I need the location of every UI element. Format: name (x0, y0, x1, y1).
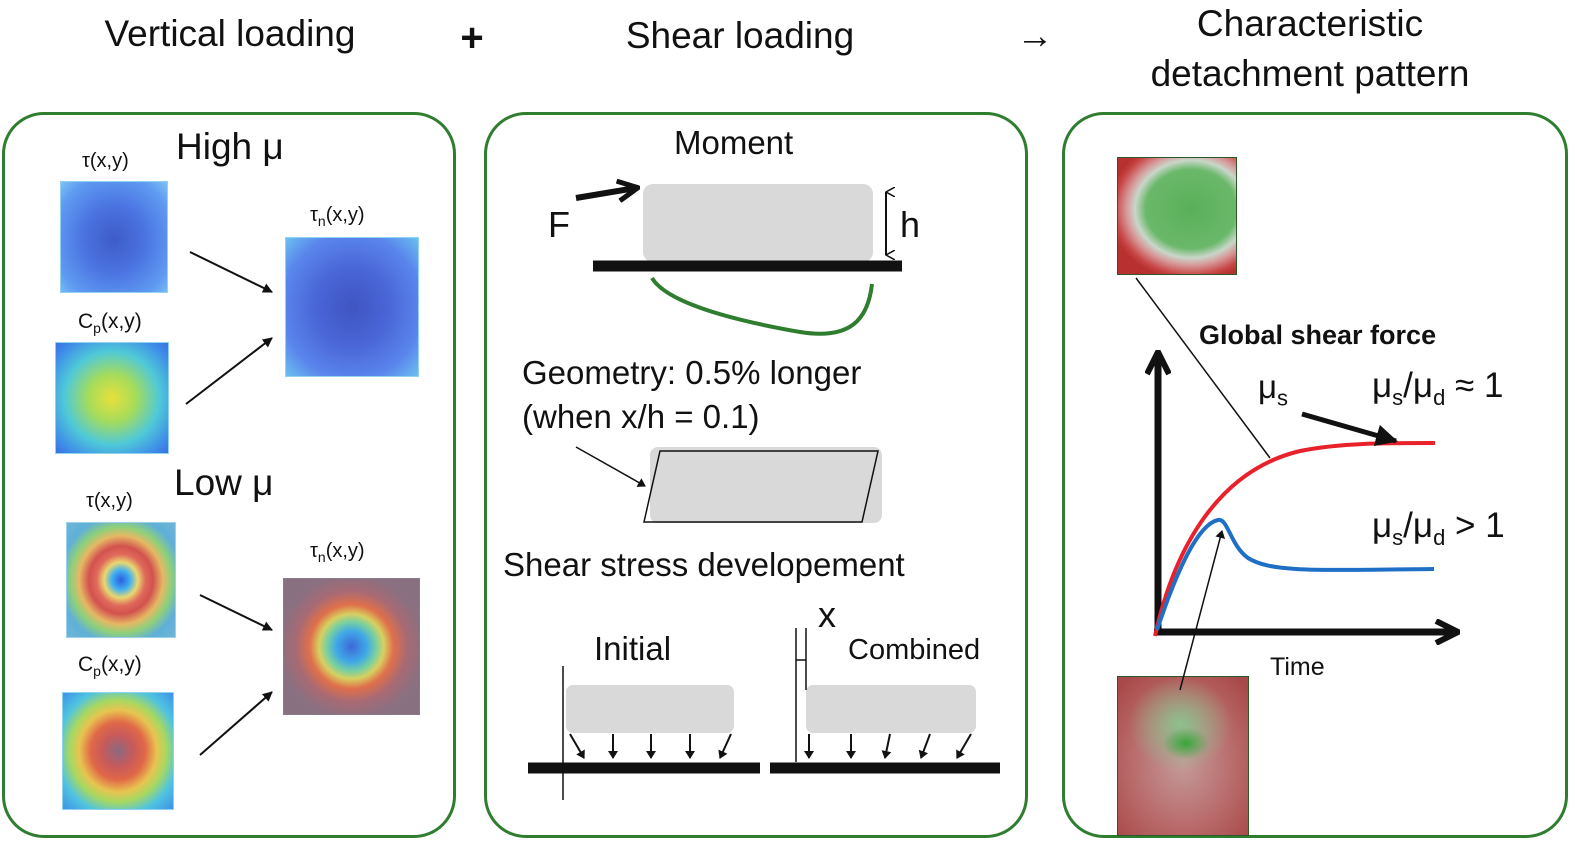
curve-blue-peak (1155, 518, 1435, 631)
header-shear-loading: Shear loading (625, 15, 855, 56)
heatmap-cp-low-mu (62, 692, 174, 810)
label-high-mu: High μ (176, 126, 284, 167)
label-cp-high: Cp(x,y) (78, 310, 142, 336)
cp-subscript: p (93, 320, 101, 337)
ratio-mu-s: μ (1372, 366, 1393, 405)
label-tau-high: τ(x,y) (82, 150, 129, 172)
arrow-tau-to-taun-low (199, 594, 273, 631)
cp-args: (x,y) (100, 653, 142, 676)
ratio-mu-d-sub: d (1433, 385, 1446, 410)
cp-symbol: C (78, 653, 94, 676)
label-force: F (548, 204, 570, 245)
heatmap-tau-n-high-mu (285, 237, 419, 377)
label-tau-n-high: τn(x,y) (310, 204, 365, 229)
tau-n-symbol: τ (310, 204, 318, 226)
label-geometry-line2: (when x/h = 0.1) (522, 398, 760, 435)
ratio-mu-s: μ (1372, 506, 1393, 545)
combined-stress-arrows (804, 733, 972, 759)
header-pattern-line1: Characteristic (1196, 3, 1424, 44)
geometry-block-shadow (650, 447, 882, 523)
label-low-mu: Low μ (174, 462, 274, 503)
panel-detachment-pattern (1062, 112, 1568, 838)
label-tau-n-low: τn(x,y) (310, 540, 365, 565)
mu-s-arrow (1301, 411, 1398, 447)
label-x: x (818, 594, 836, 635)
detachment-pattern-top (1117, 157, 1237, 275)
label-ratio-greater: μs/μd > 1 (1372, 506, 1505, 551)
label-initial: Initial (594, 630, 672, 667)
mu-s-subscript: s (1277, 385, 1289, 411)
label-combined: Combined (848, 634, 981, 666)
label-geometry-line1: Geometry: 0.5% longer (522, 354, 862, 391)
heatmap-tau-low-mu (66, 522, 176, 638)
arrow-cp-to-taun-high (185, 337, 273, 405)
label-height: h (900, 204, 921, 245)
ratio-mu-d-sub: d (1433, 525, 1446, 550)
heatmap-cp-high-mu (55, 342, 169, 454)
header-plus: + (460, 16, 484, 60)
label-moment: Moment (674, 124, 794, 161)
combined-block (806, 685, 976, 733)
label-shear-development: Shear stress developement (503, 546, 905, 583)
cp-args: (x,y) (100, 310, 142, 333)
tau-n-subscript: n (317, 549, 326, 565)
cp-subscript: p (93, 663, 101, 680)
header-pattern-line2: detachment pattern (1150, 53, 1470, 94)
ratio-greater-tail: > 1 (1445, 506, 1505, 545)
mu-s-symbol: μ (1258, 368, 1278, 405)
tau-n-args: (x,y) (325, 540, 365, 562)
ratio-mu-d: μ (1412, 506, 1434, 545)
label-tau-low: τ(x,y) (86, 490, 133, 512)
pointer-bottom-pattern (1179, 530, 1226, 691)
ratio-equal-tail: ≈ 1 (1445, 366, 1504, 405)
ratio-mu-s-sub: s (1392, 385, 1404, 410)
label-mu-s: μs (1258, 368, 1288, 412)
arrow-cp-to-taun-low (199, 691, 273, 756)
ratio-slash: / (1403, 506, 1413, 545)
ratio-slash: / (1403, 366, 1413, 405)
panel-shear-loading (484, 112, 1028, 838)
ratio-mu-d: μ (1412, 366, 1434, 405)
arrow-tau-to-taun-high (189, 251, 273, 293)
geometry-pointer (575, 446, 646, 487)
ratio-mu-s-sub: s (1392, 525, 1404, 550)
label-global-shear-force: Global shear force (1199, 320, 1437, 350)
heatmap-tau-n-low-mu (283, 578, 420, 715)
tau-n-subscript: n (317, 213, 326, 229)
label-ratio-equal: μs/μd ≈ 1 (1372, 366, 1503, 411)
initial-block (566, 685, 734, 733)
geometry-parallelogram (643, 450, 879, 523)
initial-stress-arrows (569, 733, 732, 759)
label-cp-low: Cp(x,y) (78, 653, 142, 679)
force-arrow (575, 188, 636, 198)
panel-vertical-loading (2, 112, 456, 838)
moment-block (643, 184, 873, 262)
heatmap-tau-high-mu (60, 181, 168, 293)
moment-curve (650, 276, 874, 336)
header-vertical-loading: Vertical loading (104, 13, 356, 54)
tau-n-symbol: τ (310, 540, 318, 562)
pointer-top-pattern (1135, 277, 1271, 459)
detachment-pattern-bottom (1117, 676, 1249, 836)
tau-n-args: (x,y) (325, 204, 365, 226)
header-arrow: → (1016, 15, 1054, 56)
cp-symbol: C (78, 310, 94, 333)
label-time: Time (1270, 653, 1325, 681)
